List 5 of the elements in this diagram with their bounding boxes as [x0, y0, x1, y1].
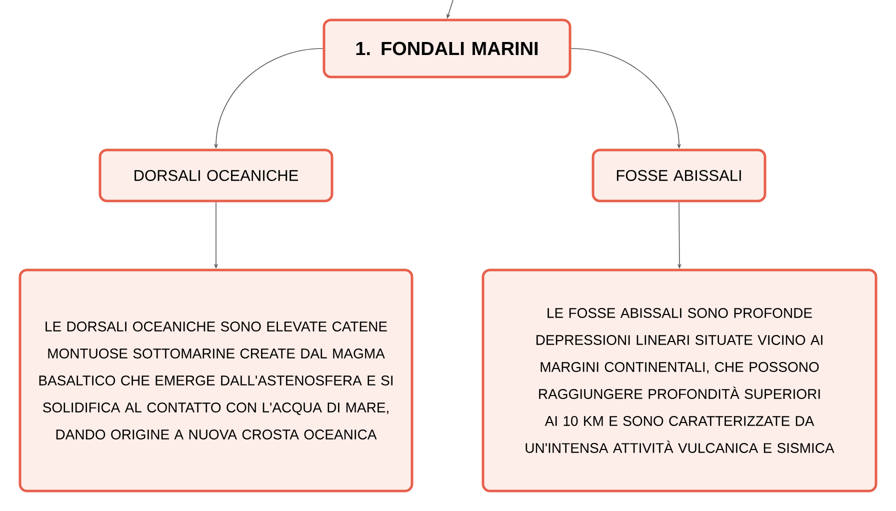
description-box: LE FOSSE ABISSALI SONO PROFONDE DEPRESSIONI LINEARI SITUATE VICINO AI MARGINI CONTINENTALI, CHE POSSONO RAGGIUNGERE PROFONDITÀ SUPERIORI AI 10 KM E SONO CARATTERIZZATE DA UN'INTENSA ATTIVITÀ VULCANICA E SISMICA — [482, 268, 878, 492]
title-box: 1. FONDALI MARINI — [322, 18, 572, 78]
topic-box: FOSSE ABISSALI — [592, 148, 766, 202]
topic-box: DORSALI OCEANICHE — [98, 148, 334, 202]
description-box: LE DORSALI OCEANICHE SONO ELEVATE CATENE MONTUOSE SOTTOMARINE CREATE DAL MAGMA BASALTICO CHE EMERGE DALL'ASTENOSFERA E SI SOLIDIFICA AL CONTATTO CON L'ACQUA DI MARE, DANDO ORIGINE A NUOVA CROSTA OCEANICA — [18, 268, 414, 492]
